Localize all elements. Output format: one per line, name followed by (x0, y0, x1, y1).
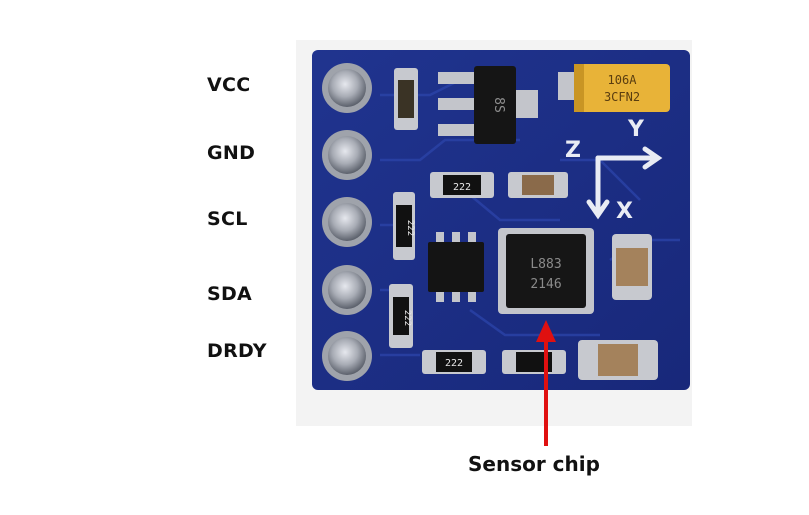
pin-label-gnd: GND (207, 142, 256, 164)
svg-text:222: 222 (445, 358, 463, 369)
sensor-chip: L883 2146 (498, 228, 594, 314)
svg-text:222: 222 (405, 220, 415, 236)
axis-marker (586, 146, 663, 220)
tantalum-capacitor: 106A 3CFN2 (558, 64, 670, 112)
pin-label-sda: SDA (207, 283, 253, 305)
axis-label-x: X (616, 199, 633, 224)
pin-label-vcc: VCC (207, 74, 251, 96)
axis-label-z: Z (565, 138, 581, 163)
header-pads (322, 63, 372, 381)
svg-text:L883: L883 (530, 257, 561, 272)
svg-text:2146: 2146 (530, 277, 561, 292)
smd-capacitor-right (612, 234, 652, 300)
svg-text:222: 222 (453, 182, 471, 193)
svg-text:3CFN2: 3CFN2 (604, 90, 640, 104)
sensor-chip-arrow (536, 320, 556, 446)
smd-components-bottom: 222 (422, 340, 658, 380)
small-ic (428, 232, 484, 302)
svg-text:222: 222 (402, 310, 412, 326)
pin-label-scl: SCL (207, 208, 248, 230)
svg-text:106A: 106A (608, 73, 638, 87)
smd-resistors-middle: 222 (430, 172, 568, 198)
axis-label-y: Y (627, 117, 645, 142)
svg-text:8S: 8S (491, 97, 506, 113)
sensor-chip-caption: Sensor chip (468, 452, 600, 476)
smd-components-left: 222 222 (389, 68, 418, 348)
pin-label-drdy: DRDY (207, 340, 267, 362)
voltage-regulator: 8S (438, 66, 538, 144)
